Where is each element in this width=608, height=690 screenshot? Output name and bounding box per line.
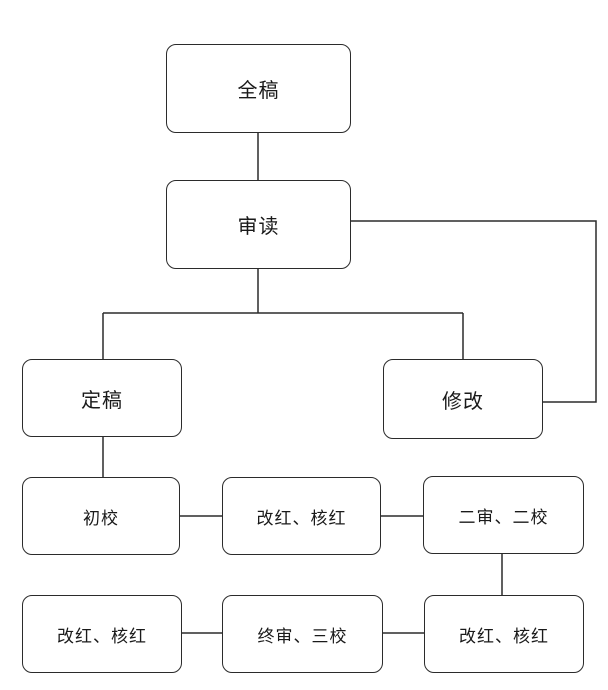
node-full-draft: 全稿: [166, 44, 351, 133]
node-review: 审读: [166, 180, 351, 269]
node-correct-check-2: 改红、核红: [424, 595, 584, 673]
node-revise: 修改: [383, 359, 543, 439]
edge-revise-loop-to-review: [350, 220, 597, 403]
node-correct-check-3: 改红、核红: [22, 595, 182, 673]
node-correct-check-1: 改红、核红: [222, 477, 381, 555]
node-first-proof: 初校: [22, 477, 180, 555]
node-finalize: 定稿: [22, 359, 182, 437]
node-final-review-third-proof: 终审、三校: [222, 595, 383, 673]
node-second-review-proof: 二审、二校: [423, 476, 584, 554]
